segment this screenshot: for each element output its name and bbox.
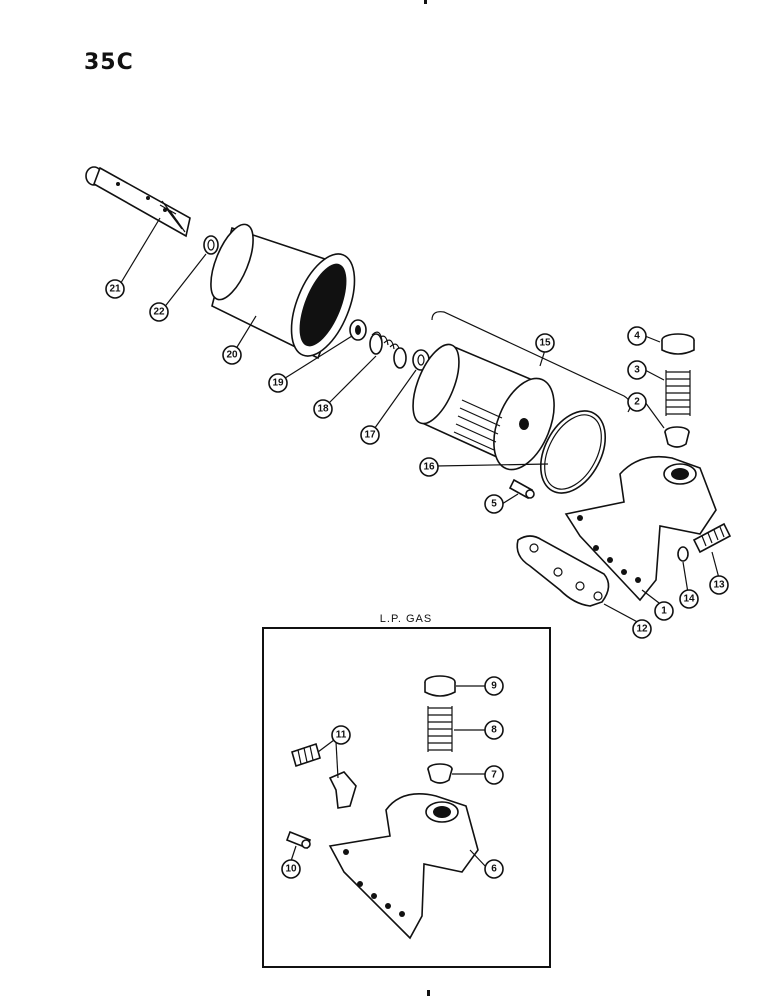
svg-text:16: 16 — [423, 462, 435, 473]
callout-11: 11 — [331, 725, 351, 745]
svg-text:17: 17 — [364, 430, 376, 441]
callout-15: 15 — [535, 333, 555, 353]
inset-title: L.P. GAS — [380, 613, 432, 625]
part-18-spring — [369, 331, 407, 369]
callout-10: 10 — [281, 859, 301, 879]
part-11-plug-elbow — [291, 742, 357, 809]
part-2-seat — [664, 426, 690, 448]
top-edge-mark — [424, 0, 427, 4]
callout-21: 21 — [105, 279, 125, 299]
callout-22: 22 — [149, 302, 169, 322]
svg-text:13: 13 — [713, 580, 725, 591]
part-9-cap — [424, 675, 456, 697]
part-6-body — [328, 793, 479, 940]
svg-text:11: 11 — [336, 730, 347, 741]
part-4-cap — [661, 333, 695, 355]
svg-text:19: 19 — [272, 378, 284, 389]
part-22-washer — [203, 235, 219, 255]
part-8-spring — [427, 706, 453, 752]
callout-17: 17 — [360, 425, 380, 445]
svg-text:4: 4 — [634, 331, 640, 342]
svg-text:18: 18 — [317, 404, 329, 415]
svg-text:3: 3 — [634, 365, 640, 376]
bottom-edge-mark — [427, 990, 430, 996]
part-21-bolt — [85, 166, 191, 238]
inset-leader-lines — [290, 685, 488, 869]
svg-text:2: 2 — [634, 397, 640, 408]
part-20-drum — [210, 223, 356, 360]
svg-text:8: 8 — [491, 725, 497, 736]
callout-5: 5 — [484, 494, 504, 514]
part-16-gasket — [539, 410, 607, 494]
svg-text:12: 12 — [636, 624, 648, 635]
part-12-gasket — [516, 535, 610, 607]
svg-text:22: 22 — [153, 307, 165, 318]
inset-frame — [262, 627, 551, 968]
callout-1: 1 — [654, 601, 674, 621]
svg-text:10: 10 — [285, 864, 297, 875]
part-7-seat — [427, 763, 453, 784]
part-14-washer — [677, 546, 689, 562]
svg-text:9: 9 — [491, 681, 497, 692]
svg-text:21: 21 — [109, 284, 121, 295]
callout-19: 19 — [268, 373, 288, 393]
part-3-spring — [665, 370, 691, 416]
callout-7: 7 — [484, 765, 504, 785]
callout-16: 16 — [419, 457, 439, 477]
callout-2: 2 — [627, 392, 647, 412]
page-code: 35C — [84, 50, 134, 75]
callout-14: 14 — [679, 589, 699, 609]
callout-3: 3 — [627, 360, 647, 380]
callout-6: 6 — [484, 859, 504, 879]
callout-4: 4 — [627, 326, 647, 346]
callout-9: 9 — [484, 676, 504, 696]
part-19-washer — [349, 319, 367, 341]
part-1-body — [564, 455, 717, 602]
svg-text:5: 5 — [491, 499, 497, 510]
svg-text:14: 14 — [683, 594, 695, 605]
svg-text:1: 1 — [661, 606, 667, 617]
svg-text:20: 20 — [226, 350, 238, 361]
part-13-capscrew — [692, 522, 732, 554]
callout-18: 18 — [313, 399, 333, 419]
callout-8: 8 — [484, 720, 504, 740]
part-10-fitting — [285, 830, 312, 850]
svg-text:7: 7 — [491, 770, 497, 781]
callout-13: 13 — [709, 575, 729, 595]
callout-12: 12 — [632, 619, 652, 639]
svg-text:15: 15 — [539, 338, 551, 349]
svg-text:6: 6 — [491, 864, 497, 875]
part-5-fitting — [508, 478, 535, 500]
callout-20: 20 — [222, 345, 242, 365]
